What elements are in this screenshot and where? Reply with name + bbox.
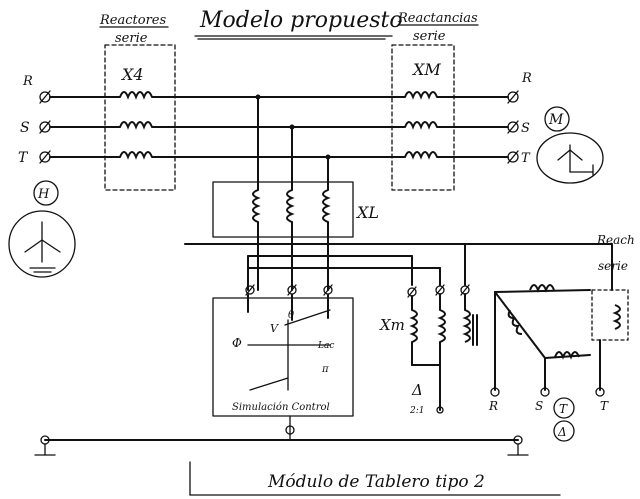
xl-box	[212, 181, 354, 238]
coil-x4-r	[119, 91, 153, 100]
phase-t-left: T	[18, 150, 29, 166]
transformer-symbol: T Δ	[553, 397, 575, 442]
cb-theta-label: θ	[288, 310, 294, 321]
coil-x4-s	[119, 121, 153, 130]
terminal-t-out	[595, 387, 605, 397]
terminal-group-mid	[245, 284, 470, 298]
footer-title: Módulo de Tablero tipo 2	[267, 472, 485, 492]
terminal-r-out	[490, 387, 500, 397]
xm-side-label: Xm	[379, 316, 405, 334]
phase-s-right: S	[521, 121, 530, 136]
phase-r-right: R	[521, 71, 532, 86]
coil-xm-2	[437, 309, 446, 343]
coil-xm-r	[404, 91, 438, 100]
motor-label: M	[548, 112, 564, 128]
transformer-label: T	[559, 402, 568, 416]
coil-reach	[612, 304, 621, 330]
terminal-t-left	[39, 150, 51, 164]
generator-symbol: H	[8, 180, 76, 278]
cb-phi-label: Φ	[232, 336, 242, 350]
coil-xm-t	[404, 151, 438, 160]
xl-label: XL	[355, 203, 379, 222]
coil-x4-t	[119, 151, 153, 160]
phase-r-left: R	[22, 74, 33, 89]
reach-box	[591, 289, 629, 341]
terminal-s-left	[39, 120, 51, 134]
left-reactor-label-serie: serie	[115, 31, 148, 46]
x4-label: X4	[120, 65, 144, 84]
delta-reactor	[494, 284, 591, 360]
cb-lac-label: Lac	[317, 341, 334, 351]
delta-label: Δ	[411, 381, 423, 399]
junction-s	[289, 124, 295, 130]
terminal-t-right	[507, 150, 519, 164]
out-s-label: S	[535, 399, 543, 413]
transformer-delta: Δ	[557, 425, 567, 439]
coil-xm-1	[409, 309, 418, 343]
coil-xl-t	[322, 189, 331, 223]
terminal-r-right	[507, 90, 519, 104]
junction-r	[255, 94, 261, 100]
terminal-r-left	[39, 90, 51, 104]
cb-arc-line	[284, 309, 331, 326]
coil-xl-r	[252, 189, 261, 223]
left-reactor-label: Reactores	[99, 13, 166, 28]
right-reactance-label-serie: serie	[413, 29, 446, 44]
phase-s-left: S	[20, 120, 30, 136]
cb-title: Simulación Control	[232, 402, 330, 413]
phase-t-right: T	[521, 151, 531, 166]
right-reactor-box	[391, 44, 455, 191]
out-t-label: T	[600, 399, 609, 413]
coil-xl-s	[286, 189, 295, 223]
terminal-s-right	[507, 120, 519, 134]
reach-serie-label: serie	[598, 259, 628, 273]
coil-xm-3	[462, 309, 471, 343]
cb-v-label: V	[270, 322, 279, 335]
out-r-label: R	[488, 399, 498, 413]
cb-switch	[249, 377, 289, 391]
terminal-s-out	[540, 387, 550, 397]
coil-xm-s	[404, 121, 438, 130]
ratio-label: 2:1	[409, 406, 424, 416]
left-reactor-box	[104, 44, 176, 191]
right-reactance-label: Reactancias	[397, 11, 478, 26]
junction-t	[325, 154, 331, 160]
diagram-title: Modelo propuesto	[199, 8, 403, 33]
control-box	[212, 297, 354, 417]
xm-terminal-bottom	[436, 406, 444, 414]
xm-top-label: XM	[411, 60, 441, 79]
motor-symbol: M	[536, 106, 604, 184]
cb-pi-label: π	[321, 364, 329, 375]
reach-label: Reach	[596, 233, 635, 247]
generator-label: H	[37, 187, 50, 202]
